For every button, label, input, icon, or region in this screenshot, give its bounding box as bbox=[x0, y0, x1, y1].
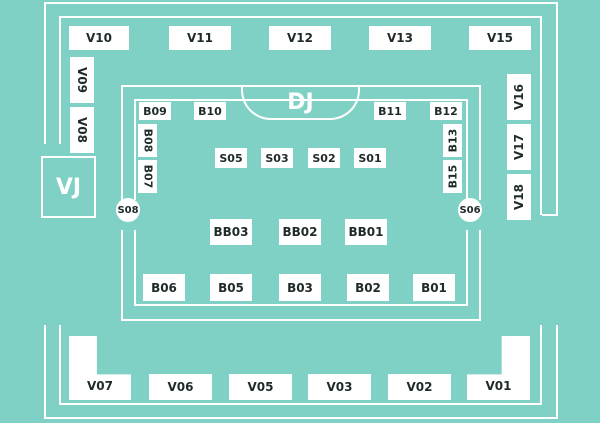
table-B13[interactable]: B13 bbox=[443, 124, 462, 157]
table-B10[interactable]: B10 bbox=[194, 102, 226, 120]
table-B15-label: B15 bbox=[446, 164, 460, 189]
table-V16-label: V16 bbox=[512, 84, 526, 110]
table-S05[interactable]: S05 bbox=[215, 148, 247, 168]
table-S03[interactable]: S03 bbox=[261, 148, 293, 168]
table-B15[interactable]: B15 bbox=[443, 160, 462, 193]
table-B03[interactable]: B03 bbox=[279, 274, 321, 301]
table-V09-label: V09 bbox=[75, 67, 89, 93]
table-V17[interactable]: V17 bbox=[507, 124, 531, 170]
dj-booth: DJ bbox=[241, 86, 360, 120]
table-BB02[interactable]: BB02 bbox=[279, 219, 321, 245]
table-B09[interactable]: B09 bbox=[139, 102, 171, 120]
table-B02[interactable]: B02 bbox=[347, 274, 389, 301]
table-V05[interactable]: V05 bbox=[229, 374, 292, 400]
table-V06[interactable]: V06 bbox=[149, 374, 212, 400]
table-B07-label: B07 bbox=[141, 164, 155, 189]
seat-S06[interactable]: S06 bbox=[458, 198, 482, 222]
table-V11[interactable]: V11 bbox=[169, 26, 231, 50]
table-V03[interactable]: V03 bbox=[308, 374, 371, 400]
table-B12[interactable]: B12 bbox=[430, 102, 462, 120]
table-V16[interactable]: V16 bbox=[507, 74, 531, 120]
vj-stage: VJ bbox=[41, 156, 96, 218]
table-S02[interactable]: S02 bbox=[308, 148, 340, 168]
table-V13[interactable]: V13 bbox=[369, 26, 431, 50]
table-B01[interactable]: B01 bbox=[413, 274, 455, 301]
table-V08[interactable]: V08 bbox=[70, 107, 94, 153]
table-BB03[interactable]: BB03 bbox=[210, 219, 252, 245]
table-V10[interactable]: V10 bbox=[69, 26, 129, 50]
table-V12[interactable]: V12 bbox=[269, 26, 331, 50]
table-B08-label: B08 bbox=[141, 128, 155, 153]
table-V17-label: V17 bbox=[512, 134, 526, 160]
table-S01[interactable]: S01 bbox=[354, 148, 386, 168]
table-BB01[interactable]: BB01 bbox=[345, 219, 387, 245]
table-V18-label: V18 bbox=[512, 184, 526, 210]
table-B05[interactable]: B05 bbox=[210, 274, 252, 301]
table-V18[interactable]: V18 bbox=[507, 174, 531, 220]
table-B07[interactable]: B07 bbox=[138, 160, 157, 193]
seat-S08[interactable]: S08 bbox=[116, 198, 140, 222]
table-B11[interactable]: B11 bbox=[374, 102, 406, 120]
table-B13-label: B13 bbox=[446, 128, 460, 153]
table-B08[interactable]: B08 bbox=[138, 124, 157, 157]
table-B06[interactable]: B06 bbox=[143, 274, 185, 301]
table-V15[interactable]: V15 bbox=[469, 26, 531, 50]
table-V09[interactable]: V09 bbox=[70, 57, 94, 103]
table-V08-label: V08 bbox=[75, 117, 89, 143]
table-V02[interactable]: V02 bbox=[388, 374, 451, 400]
